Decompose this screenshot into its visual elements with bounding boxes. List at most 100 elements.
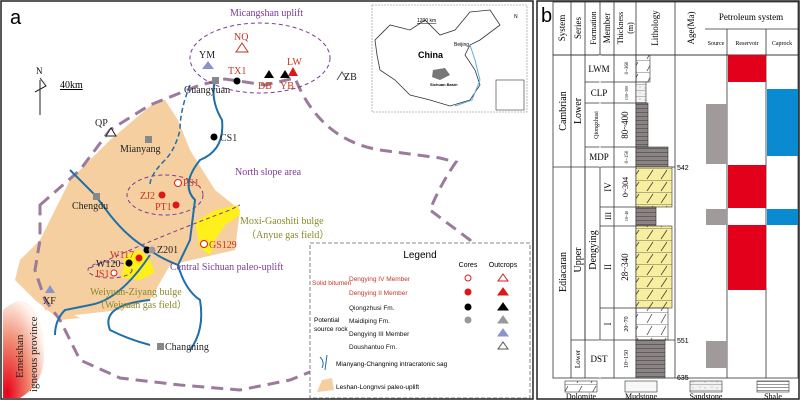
region-moxi-field: （Anyue gas field）	[246, 229, 329, 241]
legend-outcrop-marker	[497, 273, 509, 282]
city-mianyang: Mianyang	[120, 144, 161, 155]
site-js1-marker	[110, 269, 118, 277]
legend-col-outcrops: Outcrops	[489, 262, 518, 269]
legend-label-shale: Shale	[764, 392, 782, 401]
site-ps1-marker	[174, 179, 182, 187]
legend-group-source-2: source rock	[314, 326, 348, 333]
site-ym: YM	[199, 50, 215, 61]
formation-dengying: Dengying	[588, 230, 599, 269]
site-lw-marker	[288, 67, 298, 76]
region-weiyuan: Weiyuan-Ziyang bulge	[90, 287, 182, 298]
member-ii: II	[603, 264, 613, 270]
legend-uplift-icon	[317, 378, 334, 392]
caprock-bar-dengying-iii	[767, 209, 798, 225]
lithology-block	[635, 54, 651, 83]
thickness-qzs: 80~400	[620, 111, 630, 139]
site-zb-marker	[336, 71, 348, 81]
legend-row-label: Dengying III Member	[349, 331, 410, 338]
legend-outcrop-marker	[497, 302, 509, 311]
region-weiyuan-field: （Weiyuan gas field）	[95, 299, 187, 311]
header-thickness_unit: (m)	[626, 22, 635, 34]
city-chengdu: Chengdu	[72, 201, 108, 212]
inset-map: 1200 km N China Beijing Sichuan Basin	[371, 4, 528, 113]
site-tx1-marker	[233, 77, 241, 85]
legend-row-label: Dengying IV Member	[349, 276, 411, 283]
site-js1: JS1	[95, 269, 109, 280]
header-reservoir: Reservoir	[735, 41, 758, 47]
header-series: Series	[573, 17, 583, 39]
leshan-longnvsi-paleo-uplift	[35, 100, 240, 315]
inset-china: China	[418, 50, 444, 60]
series-lower-ediacaran: Lower	[574, 349, 582, 368]
site-gs129: GS129	[209, 240, 237, 251]
city-changning: Changning	[165, 342, 209, 353]
site-yb: YB	[280, 81, 294, 92]
legend-label-dolomite: Dolomite	[566, 392, 597, 401]
lithology-block	[635, 307, 669, 341]
legend-box	[309, 242, 531, 399]
site-tx1: TX1	[228, 66, 246, 77]
sag-river-main	[69, 79, 224, 267]
site-w117: W117	[110, 250, 134, 261]
site-lw: LW	[287, 57, 302, 68]
source-bar-qiongzhusi	[706, 104, 727, 164]
legend-outcrop-marker	[497, 341, 509, 350]
site-w120: W120	[96, 259, 120, 270]
city-marker-changning	[157, 343, 164, 350]
city-guangyuan: Guangyuan	[184, 85, 230, 96]
site-cs1-marker	[210, 133, 218, 141]
north-slope-outline	[126, 174, 204, 216]
legend-col-cores: Cores	[459, 262, 478, 269]
member-iv: IV	[603, 182, 613, 192]
header-system: System	[557, 15, 567, 42]
site-zj2-marker	[158, 191, 166, 199]
region-central-sichuan: Central Sichuan paleo-uplift	[170, 262, 284, 273]
city-marker-mianyang	[145, 136, 152, 143]
formation-mdp: MDP	[589, 152, 609, 162]
north-label: N	[36, 66, 43, 76]
thickness-mdp: 0~150	[625, 150, 630, 163]
scale-bar: 40km	[60, 80, 83, 91]
legend-core-marker	[464, 303, 472, 311]
thickness-dst: 10~150	[624, 350, 630, 368]
age-542: 542	[677, 165, 689, 172]
legend-sag: Mianyang-Changning intracratonic sag	[336, 361, 448, 368]
china-coastline	[454, 44, 481, 107]
site-gs129-marker	[200, 240, 208, 248]
site-zb: ZB	[344, 72, 357, 83]
site-xf-marker	[45, 285, 55, 293]
inset-sichuan-basin: Sichuan Basin	[430, 82, 458, 87]
legend-title: Legend	[403, 250, 436, 261]
site-zj2: ZJ2	[140, 191, 155, 202]
panel-b-label: b	[541, 5, 552, 27]
site-qp-marker	[105, 127, 117, 137]
city-marker-guangyuan	[212, 77, 219, 84]
legend-row-label: Maidiping Fm.	[349, 318, 390, 325]
system-cambrian: Cambrian	[558, 91, 569, 130]
formation-clp: CLP	[591, 88, 608, 98]
site-qp: QP	[95, 118, 108, 129]
legend: Legend Cores Outcrops Solid bitumen Pote…	[309, 242, 531, 399]
legend-swatch-mudstone	[624, 380, 658, 393]
lithology-block	[635, 206, 657, 227]
site-z201: Z201	[157, 245, 178, 256]
sichuan-basin-shape	[432, 68, 450, 80]
caprock-bar-cambrian	[767, 89, 798, 156]
age-551: 551	[677, 338, 689, 345]
legend-swatch-shale	[756, 380, 790, 393]
site-w117-marker	[135, 254, 143, 262]
thickness-ii: 28~340	[620, 253, 630, 281]
emeishan-igneous-province	[3, 301, 45, 398]
sag-river-dashed	[149, 84, 191, 186]
region-moxi: Moxi-Gaoshiti bulge	[240, 216, 324, 227]
micangshan-uplift-outline	[189, 22, 331, 94]
city-marker-chengdu	[93, 193, 100, 200]
formation-dst: DST	[590, 354, 608, 364]
legend-outcrop-marker	[497, 328, 509, 337]
inset-north: N	[514, 14, 518, 20]
member-iii: III	[604, 212, 613, 220]
legend-label-sandstone: Sandstone	[690, 392, 723, 401]
legend-group-source-1: Potential	[314, 317, 340, 324]
